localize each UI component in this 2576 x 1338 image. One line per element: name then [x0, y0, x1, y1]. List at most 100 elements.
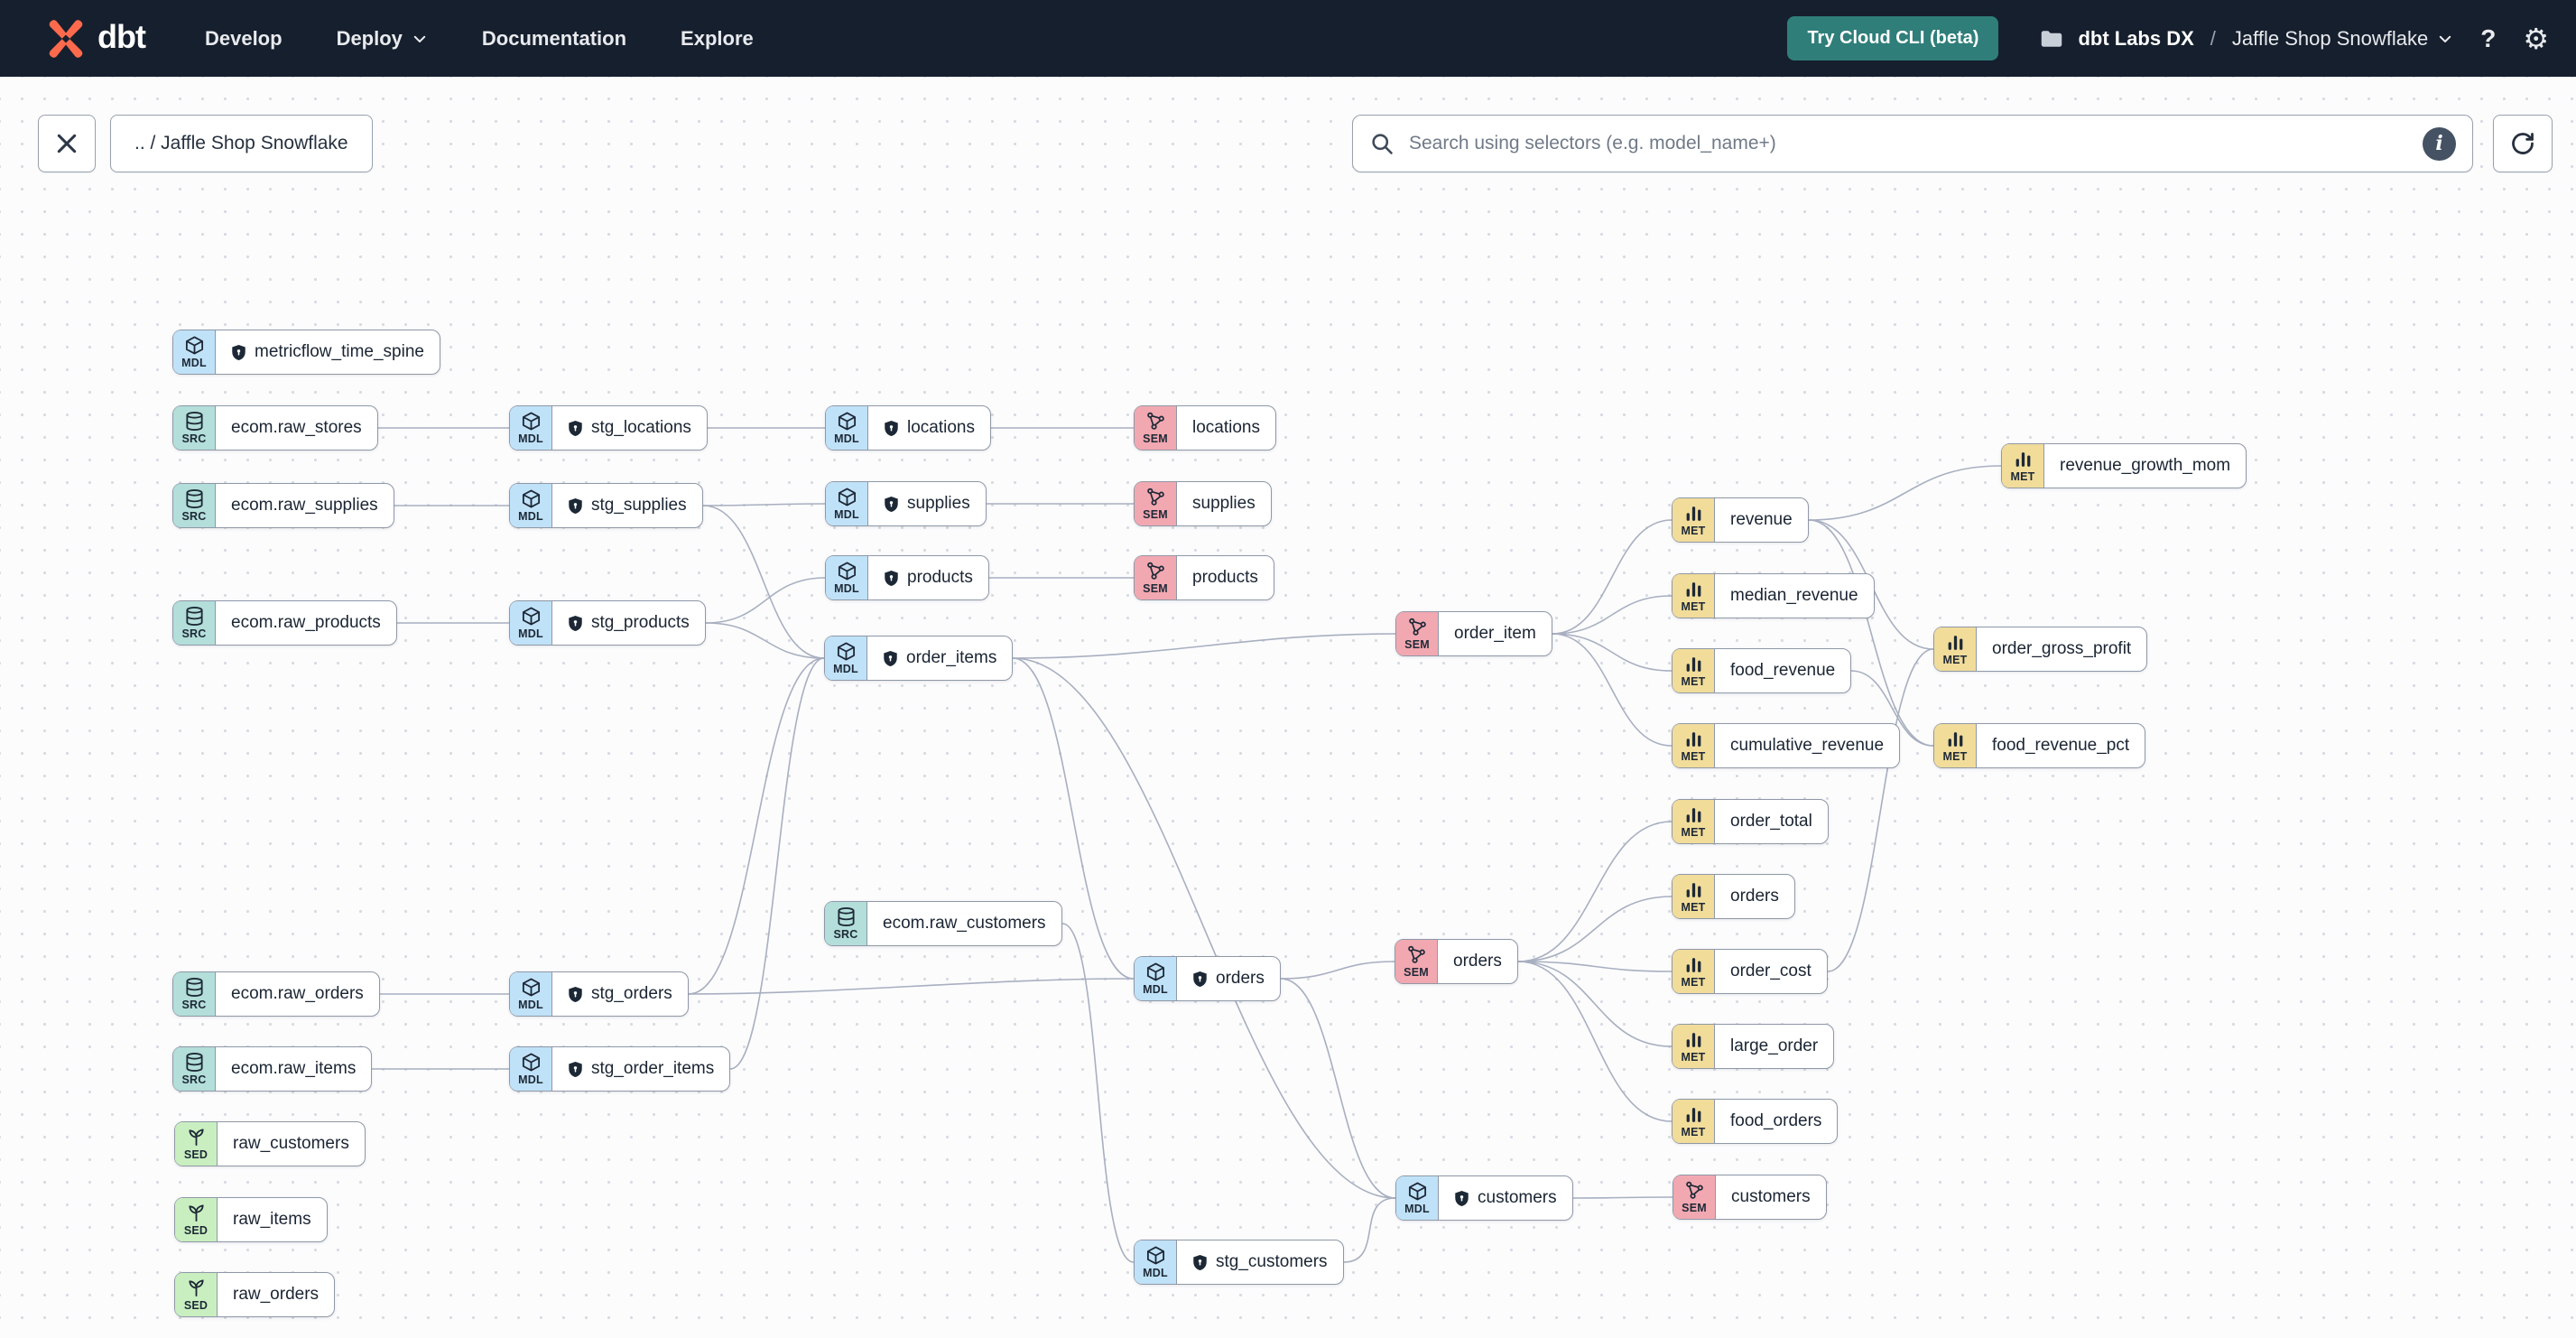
node-body: stg_locations — [552, 406, 707, 450]
try-cloud-cli-button[interactable]: Try Cloud CLI (beta) — [1787, 16, 1999, 60]
project-selector[interactable]: Jaffle Shop Snowflake — [2232, 27, 2453, 51]
node-type-label: MDL — [1143, 1267, 1168, 1280]
node-body: order_item — [1439, 612, 1552, 655]
node-type-label: SED — [183, 1299, 208, 1313]
top-navbar: dbt Develop Deploy Documentation Explore… — [0, 0, 2576, 77]
bar-chart-type-badge: MET — [1673, 1025, 1715, 1068]
nav-item-documentation[interactable]: Documentation — [481, 26, 627, 50]
node-body: ecom.raw_items — [216, 1047, 371, 1091]
node-body: raw_customers — [218, 1122, 365, 1166]
close-button[interactable] — [38, 115, 96, 172]
cube-type-badge: MDL — [510, 1047, 552, 1091]
node-type-label: MET — [1681, 600, 1706, 614]
cube-type-badge: MDL — [510, 601, 552, 645]
node-label: stg_supplies — [591, 496, 687, 515]
nav-item-explore[interactable]: Explore — [681, 26, 754, 50]
database-type-badge: SRC — [173, 406, 216, 450]
graph-node-met-orders[interactable]: MET orders — [1672, 874, 1795, 919]
node-type-label: MET — [1681, 1126, 1706, 1139]
node-label: order_gross_profit — [1992, 639, 2132, 658]
help-icon[interactable]: ? — [2480, 23, 2497, 52]
account-breadcrumb: dbt Labs DX / Jaffle Shop Snowflake — [2038, 25, 2453, 52]
node-body: products — [868, 556, 988, 599]
graph-node-supplies[interactable]: MDL supplies — [825, 481, 987, 526]
bar-chart-type-badge: MET — [1673, 800, 1715, 843]
graph-node-stg-supplies[interactable]: MDL stg_supplies — [509, 483, 703, 528]
node-type-label: MET — [1681, 901, 1706, 915]
node-type-label: MDL — [518, 627, 543, 641]
node-body: stg_order_items — [552, 1047, 729, 1091]
node-body: large_order — [1715, 1025, 1833, 1068]
search-input[interactable] — [1407, 132, 2410, 155]
node-type-label: MET — [1942, 750, 1968, 764]
cube-type-badge: MDL — [510, 406, 552, 450]
nav-item-develop[interactable]: Develop — [204, 26, 283, 50]
lineage-canvas[interactable] — [0, 77, 2576, 1338]
node-label: ecom.raw_products — [231, 613, 381, 632]
node-body: supplies — [868, 482, 986, 525]
refresh-button[interactable] — [2493, 115, 2553, 172]
info-icon[interactable]: i — [2423, 126, 2456, 161]
node-label: cumulative_revenue — [1730, 736, 1885, 755]
breadcrumb[interactable]: .. / Jaffle Shop Snowflake — [110, 115, 373, 172]
node-label: stg_order_items — [591, 1059, 715, 1078]
graph-node-stg-order-items[interactable]: MDL stg_order_items — [509, 1046, 731, 1092]
graph-node-met-revenue-growth-mom[interactable]: MET revenue_growth_mom — [2001, 443, 2247, 488]
graph-node-met-food-revenue-pct[interactable]: MET food_revenue_pct — [1933, 723, 2146, 768]
node-body: revenue_growth_mom — [2044, 444, 2246, 488]
node-label: revenue_growth_mom — [2060, 456, 2231, 475]
node-body: order_total — [1715, 800, 1828, 843]
account-name[interactable]: dbt Labs DX — [2078, 26, 2194, 50]
nav-item-deploy[interactable]: Deploy — [337, 27, 428, 51]
node-type-label: MDL — [834, 508, 859, 522]
database-type-badge: SRC — [825, 902, 867, 945]
node-label: products — [1192, 568, 1258, 587]
dbt-logo[interactable]: dbt — [43, 16, 146, 61]
node-label: orders — [1730, 887, 1779, 906]
bar-chart-type-badge: MET — [2002, 444, 2044, 488]
gear-icon[interactable]: ⚙ — [2523, 21, 2549, 56]
path-separator: / — [2210, 26, 2216, 50]
node-body: locations — [868, 406, 990, 450]
node-body: food_revenue_pct — [1977, 724, 2145, 767]
node-label: orders — [1216, 969, 1265, 988]
node-type-label: MDL — [518, 510, 543, 524]
node-type-label: SEM — [1682, 1202, 1707, 1215]
bar-chart-type-badge: MET — [1673, 950, 1715, 993]
dbt-logo-icon — [49, 19, 83, 58]
